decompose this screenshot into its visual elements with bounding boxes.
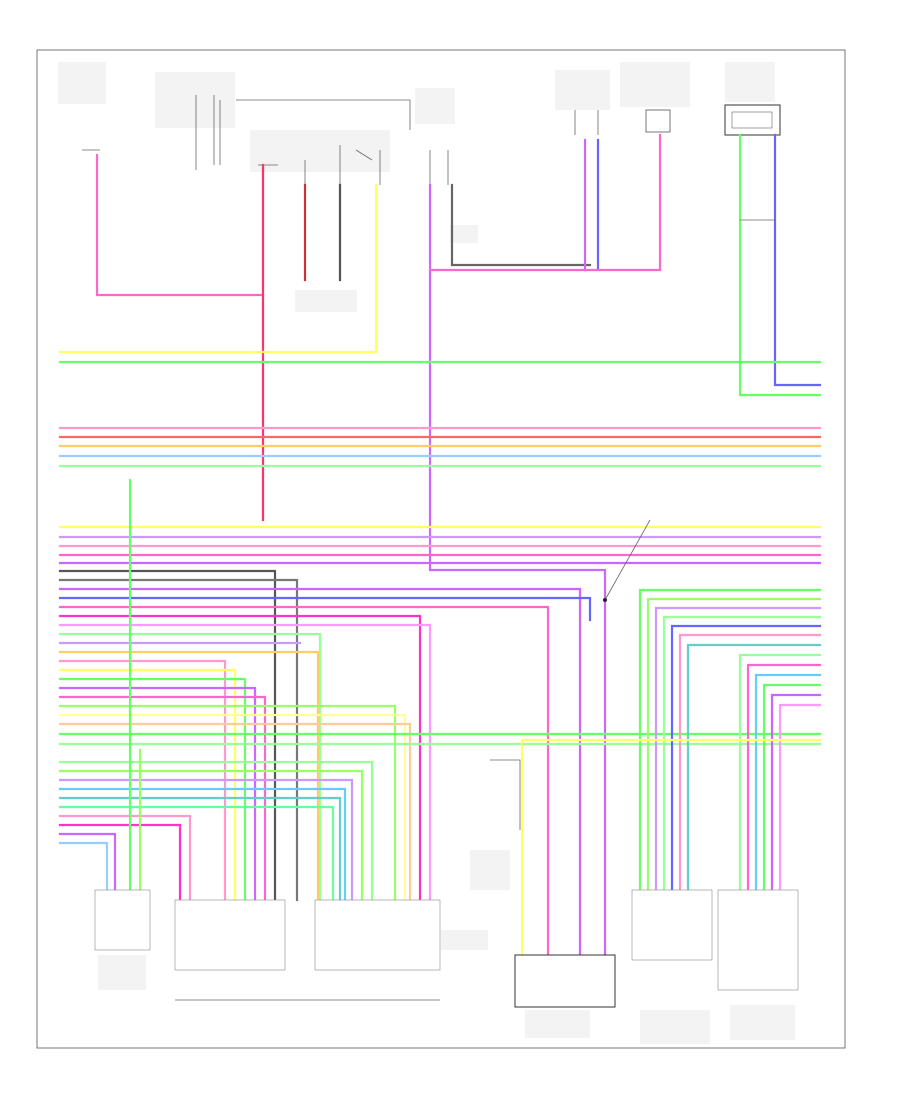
bus-blue-4d bbox=[58, 596, 592, 622]
component-sensor-box bbox=[724, 62, 781, 136]
bus-lightgreen-5b bbox=[58, 769, 364, 902]
component-top-middle bbox=[250, 130, 390, 185]
bus-lightblue-5d bbox=[58, 787, 347, 902]
bus-violet-5i bbox=[58, 832, 117, 892]
top-wire-drops bbox=[95, 133, 822, 957]
bus-magenta-4f bbox=[58, 614, 422, 902]
connector-middle-1 bbox=[174, 899, 286, 971]
wire-teal-r7 bbox=[686, 643, 822, 892]
wire-pink-right bbox=[428, 133, 662, 272]
bus-violet-4n bbox=[58, 686, 257, 902]
bus-pink-4e bbox=[58, 605, 550, 957]
component-switch bbox=[415, 88, 478, 243]
diagram-frame bbox=[36, 49, 846, 1049]
wire-violet-r3 bbox=[654, 606, 822, 892]
component-top-right-2 bbox=[620, 62, 690, 133]
wire-green-r1 bbox=[638, 588, 822, 892]
wire-violet-top bbox=[428, 183, 607, 957]
bus-lightgreen-5a bbox=[58, 760, 374, 902]
component-top-left bbox=[58, 62, 106, 151]
connector-group-label bbox=[295, 290, 357, 312]
bus-pink-4o bbox=[58, 695, 267, 902]
bus-teal-5e bbox=[58, 796, 342, 902]
wire-green-sensor bbox=[738, 133, 822, 397]
bus-yellow-4l bbox=[58, 668, 237, 902]
bus-yellow-4q bbox=[58, 713, 407, 902]
wire-blue-sensor bbox=[773, 133, 822, 387]
bus-green-4m bbox=[58, 677, 247, 902]
bus-dark-4b bbox=[58, 578, 299, 902]
wire-violet-r12 bbox=[770, 693, 822, 892]
connector-right-1 bbox=[514, 954, 616, 1038]
bus-magenta-5h bbox=[58, 823, 182, 902]
component-top-right-1 bbox=[555, 70, 610, 135]
bottom-connectors bbox=[94, 759, 799, 1044]
wire-magenta-r9 bbox=[746, 663, 822, 892]
connector-right-2 bbox=[631, 889, 713, 1044]
bus-green-5f bbox=[58, 805, 335, 902]
connector-middle-2 bbox=[175, 899, 488, 1001]
wire-lightblue-r10 bbox=[754, 673, 822, 892]
bus-lightblue-5j bbox=[58, 841, 109, 892]
wire-dark-switch bbox=[450, 183, 592, 267]
right-wire-drops bbox=[128, 478, 822, 957]
wire-lightgreen-r2 bbox=[646, 597, 822, 892]
wire-pink-r13 bbox=[778, 703, 822, 892]
connector-right-3 bbox=[717, 889, 799, 1040]
bus-lightgreen-4p bbox=[58, 704, 397, 902]
bus-orange-4r bbox=[58, 722, 412, 902]
wire-lightgreen-r8 bbox=[738, 653, 822, 892]
bus-violet-5c bbox=[58, 778, 354, 902]
connector-left-module bbox=[94, 889, 151, 990]
bus-pink-4g bbox=[58, 623, 432, 902]
component-fuse-block bbox=[155, 72, 411, 170]
wire-pink-top-left bbox=[95, 153, 264, 297]
bus-pink-4k bbox=[58, 659, 227, 902]
wire-blue-r5 bbox=[670, 624, 822, 892]
bus-lightgreen-4h bbox=[58, 632, 322, 902]
bus-pink-5g bbox=[58, 814, 192, 902]
wire-pink-r6 bbox=[678, 633, 822, 892]
horizontal-bus bbox=[58, 350, 822, 957]
bus-violet-4c bbox=[58, 587, 582, 957]
wire-green-r11 bbox=[762, 683, 822, 892]
bus-dark-4a bbox=[58, 569, 277, 902]
top-components bbox=[58, 62, 781, 312]
wire-green-r4 bbox=[662, 615, 822, 892]
ground-point bbox=[470, 759, 521, 890]
wire-yellow-r14 bbox=[520, 738, 822, 957]
bus-orange-4j bbox=[58, 650, 320, 902]
